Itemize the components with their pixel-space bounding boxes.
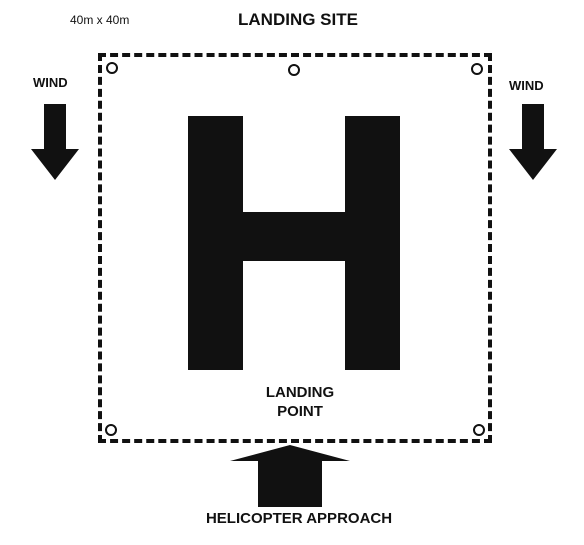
- landing-point-line-1: LANDING: [265, 384, 335, 401]
- grommet-icon: [106, 62, 118, 74]
- landing-site-boundary: [98, 53, 492, 443]
- wind-arrow-down-icon: [509, 104, 557, 180]
- approach-arrow-up-icon: [230, 445, 350, 507]
- landing-point-label: LANDING POINT: [240, 383, 360, 421]
- site-dimensions: 40m x 40m: [70, 13, 130, 27]
- approach-label: HELICOPTER APPROACH: [205, 510, 393, 527]
- diagram-title: LANDING SITE: [238, 10, 358, 29]
- grommet-icon: [105, 424, 117, 436]
- wind-label-right: WIND: [509, 78, 544, 93]
- grommet-icon: [471, 63, 483, 75]
- grommet-icon: [473, 424, 485, 436]
- wind-arrow-down-icon: [31, 104, 79, 180]
- h-right-stroke: [345, 116, 400, 370]
- helipad-h-marker: [188, 116, 410, 370]
- h-left-stroke: [188, 116, 243, 370]
- landing-point-line-2: POINT: [277, 403, 323, 420]
- grommet-icon: [288, 64, 300, 76]
- wind-label-left: WIND: [33, 75, 68, 90]
- h-crossbar: [238, 212, 350, 261]
